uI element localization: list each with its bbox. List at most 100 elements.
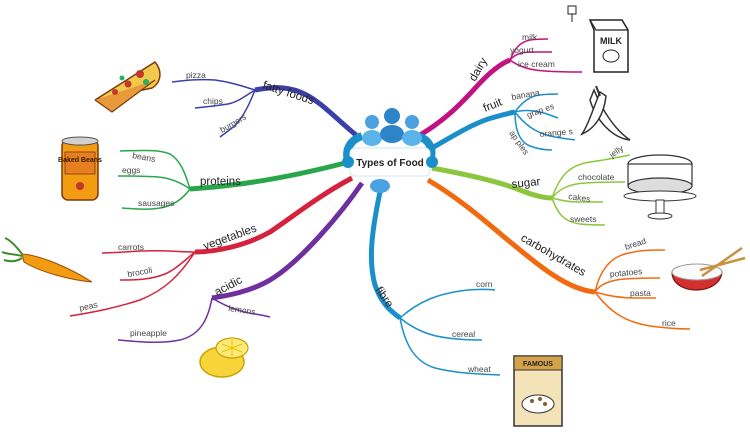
item-ice-cream: ice cream [518,59,555,69]
twig-potatoes [594,277,661,293]
banana-icon [579,85,631,141]
item-burgers: burgers [218,112,248,135]
twig-brocoli [119,251,196,281]
people-icon-body-2 [380,125,404,143]
item-bread: bread [624,236,648,252]
branch-line-fruit [430,109,516,151]
twig-cakes [551,197,603,203]
item-brocoli: brocoli [127,265,154,279]
cereal-box-icon: FAMOUS [513,355,563,427]
rice-bowl-icon [671,246,746,291]
twig-banana [514,93,559,113]
item-pasta: pasta [630,288,651,298]
people-icon-body-3 [402,130,422,146]
branch-label-fatty-foods: fatty foods [261,79,315,107]
branch-line-vegetables [194,175,354,255]
branch-proteins [117,149,346,210]
branch-vegetables [69,175,354,317]
twig-eggs [117,175,191,190]
twig-wheat [399,317,501,376]
branch-label-sugar: sugar [511,176,541,191]
twig-pineapple [117,297,213,344]
branch-label-proteins: proteins [200,176,241,188]
twig-rice [594,291,691,330]
cereal-box-text: FAMOUS [523,361,553,368]
twig-milk [509,38,549,61]
branch-line-acidic [211,181,365,301]
branch-carbohydrates [426,177,691,330]
central-topic: Types of Food [342,108,438,193]
twig-lemons [211,297,271,318]
milk-carton-text: MILK [600,36,622,46]
twig-burgers [219,89,256,138]
item-oranges: orange s [539,126,573,139]
baked-beans-can-icon: Baked Beans [58,136,102,201]
twig-chips [194,89,256,109]
branch-fibre [368,191,501,376]
twig-sweets [551,197,606,226]
twig-ice-cream [509,59,583,73]
branch-line-fibre [368,191,402,321]
item-peas: peas [78,299,98,313]
twig-grapes [514,109,559,119]
item-carrots: carrots [118,242,144,252]
twig-peas [69,251,196,317]
branch-label-fruit: fruit [482,96,505,115]
people-icon-head-1 [365,115,379,129]
twig-chocolate [551,181,626,199]
item-pineapple: pineapple [130,328,167,338]
branch-line-sugar [431,165,553,201]
item-eggs: eggs [122,165,140,175]
pizza-icon [94,61,161,113]
branch-acidic [117,181,365,344]
twig-bread [594,249,666,293]
hub-bottom-knob [370,179,390,193]
people-icon-head-2 [384,108,400,124]
item-banana: banana [511,87,541,102]
item-lemons: lemons [228,303,257,317]
branch-line-dairy [418,57,511,138]
branch-label-fibre: fibre [373,285,396,310]
twig-jelly [551,154,631,199]
twig-yogurt [509,51,552,61]
twig-beans [119,149,191,190]
people-icon-head-3 [405,115,419,129]
twig-corn [399,288,496,319]
twig-apples [514,111,553,151]
branch-fruit [430,93,576,151]
item-apples: ap ples [507,128,531,156]
branch-dairy [418,38,583,138]
twig-cereal [399,317,483,341]
item-sausages: sausages [138,198,174,208]
item-chocolate: chocolate [578,172,615,182]
twig-pasta [594,291,656,299]
branch-line-proteins [189,160,346,192]
item-rice: rice [662,318,676,328]
twig-carrots [101,249,196,254]
item-grapes: grap es [525,101,555,120]
item-potatoes: potatoes [609,266,642,279]
carrot-icon [1,237,93,283]
item-yogurt: yogurt [510,45,534,55]
beans-can-text: Baked Beans [58,157,102,164]
item-sweets: sweets [570,214,596,224]
hub-right-knob [426,156,438,168]
branch-line-fatty-foods [254,85,358,137]
people-icon-body-1 [362,130,382,146]
cake-stand-icon [623,154,697,220]
milk-carton-icon: MILK [567,5,629,73]
twig-sausages [121,188,191,210]
twig-oranges [514,111,576,141]
item-milk: milk [522,32,538,42]
twig-pizza [171,78,256,91]
hub-left-knob [342,156,354,168]
item-cereal: cereal [452,329,475,339]
branch-fatty-foods [171,78,358,138]
item-wheat: wheat [467,364,491,374]
item-pizza: pizza [186,70,206,80]
central-topic-title: Types of Food [356,158,424,169]
item-beans: beans [132,150,157,164]
branch-sugar [431,154,631,226]
